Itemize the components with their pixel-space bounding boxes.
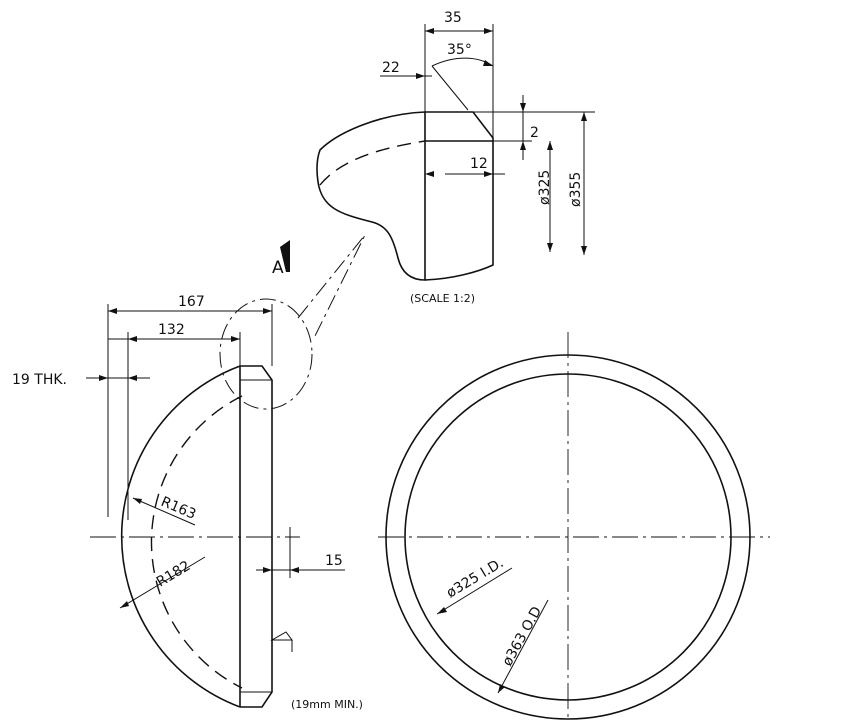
dim-detail-angle: 35° (447, 42, 472, 58)
detail-outline (316, 111, 426, 281)
side-view: 167 132 19 THK. R163 R182 15 (19mm MIN.) (12, 294, 363, 711)
dim-detail-offset: 22 (382, 60, 400, 76)
detail-leader (297, 234, 366, 341)
section-marker: A (272, 240, 290, 278)
weld-symbol-icon (270, 631, 293, 652)
section-arrow-icon (280, 240, 290, 272)
detail-weld-prep (424, 111, 494, 281)
min-thickness-note: (19mm MIN.) (291, 698, 363, 711)
dim-detail-od: ø355 (568, 172, 584, 207)
side-end-plate (240, 365, 273, 708)
end-view: ø325 I.D. ø363 O.D (378, 332, 770, 720)
dim-side-r-inner: R163 (158, 494, 198, 523)
dim-side-thickness: 19 THK. (12, 372, 67, 388)
side-outer-arc (120, 365, 241, 708)
detail-hidden-line (319, 140, 426, 186)
side-inner-arc (150, 395, 243, 689)
dim-side-overall: 167 (178, 294, 205, 310)
dim-side-flat: 15 (325, 553, 343, 569)
dim-end-id: ø325 I.D. (444, 555, 507, 601)
section-label: A (272, 258, 284, 278)
dim-detail-width: 35 (444, 10, 462, 26)
dim-end-od: ø363 O.D (500, 604, 546, 669)
dim-side-r-outer: R182 (154, 558, 193, 590)
dim-detail-inner: 12 (470, 156, 488, 172)
dim-detail-small: 2 (530, 125, 539, 141)
scale-note: (SCALE 1:2) (410, 292, 475, 305)
dim-side-inner: 132 (158, 322, 185, 338)
detail-view: 35 35° 22 2 12 ø325 ø355 (SCALE 1:2 (316, 10, 595, 305)
dim-detail-id: ø325 (537, 170, 553, 205)
detail-circle (219, 298, 313, 410)
